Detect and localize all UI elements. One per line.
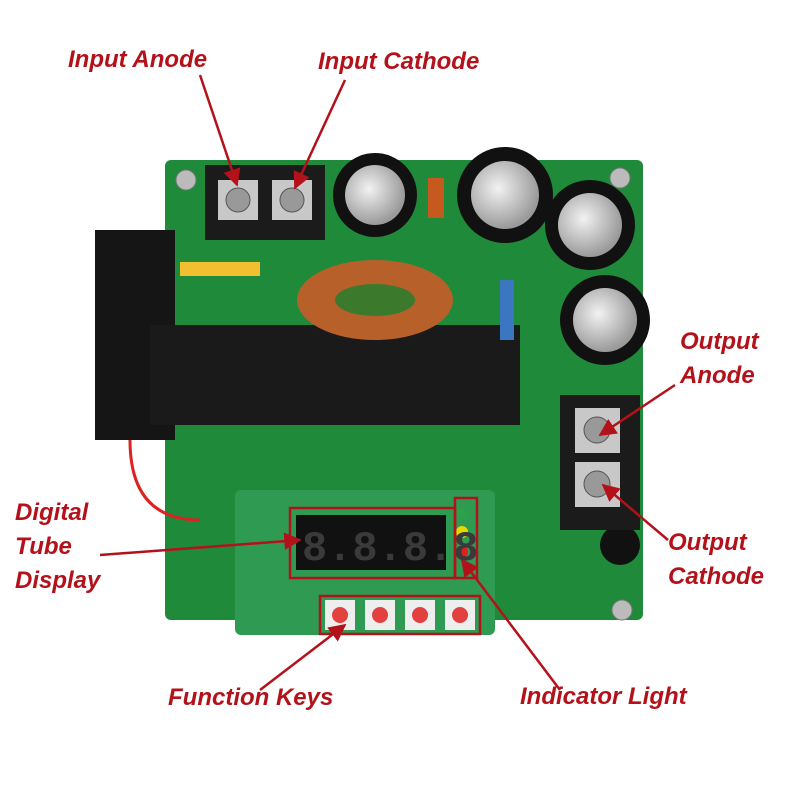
display-digits: 8.8.8.8 bbox=[302, 525, 478, 573]
label-indicator-light: Indicator Light bbox=[520, 683, 687, 710]
capacitors bbox=[333, 147, 650, 565]
label-output-anode-line1: Output bbox=[680, 328, 759, 355]
label-output-anode-line2: Anode bbox=[680, 362, 755, 389]
callout-lines bbox=[99, 74, 676, 691]
label-digital-line3: Display bbox=[15, 567, 101, 594]
label-output-cathode-line1: Output bbox=[668, 529, 747, 556]
label-output-cathode-line2: Cathode bbox=[668, 563, 764, 590]
input-terminal bbox=[205, 165, 325, 240]
heatsink bbox=[150, 325, 520, 425]
label-input-anode: Input Anode bbox=[68, 46, 208, 73]
label-digital-line1: Digital bbox=[15, 499, 89, 526]
label-function-keys: Function Keys bbox=[168, 684, 334, 711]
label-input-cathode: Input Cathode bbox=[318, 48, 480, 75]
display-board bbox=[235, 490, 495, 635]
label-digital-line2: Tube bbox=[15, 533, 72, 560]
